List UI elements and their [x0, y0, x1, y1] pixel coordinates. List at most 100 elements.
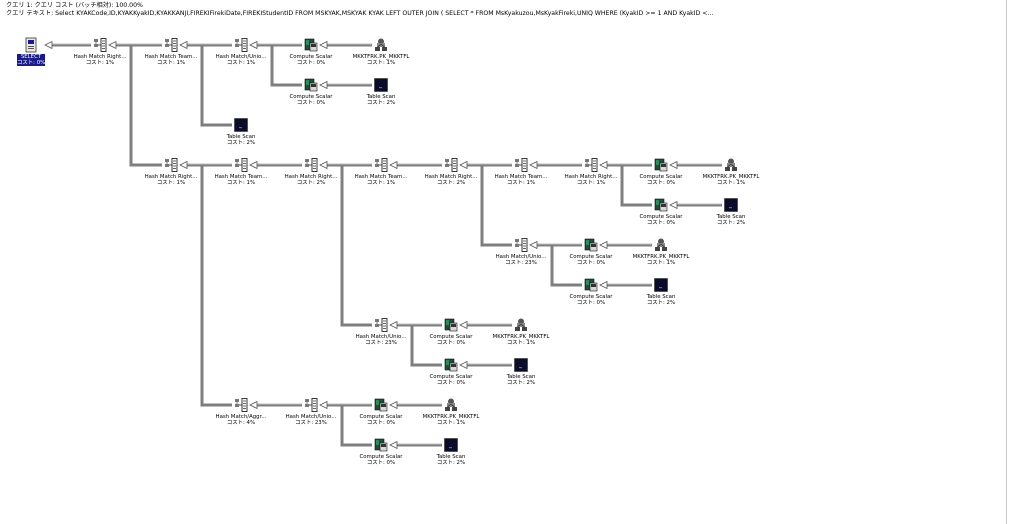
node-cost: コスト: 2% — [436, 460, 466, 466]
arrowhead — [459, 320, 468, 330]
arrowhead — [319, 80, 328, 90]
node-label: Hash Match Right... — [564, 174, 618, 180]
arrowhead — [529, 160, 538, 170]
plan-node-hash[interactable]: Hash Match Right...コスト: 2% — [275, 158, 347, 190]
data-flow-line — [200, 45, 232, 127]
table-scan-icon — [444, 438, 458, 452]
compute-scalar-icon — [584, 238, 598, 252]
node-label: Table Scan — [226, 134, 256, 140]
node-label: Hash Match/Unio... — [285, 414, 337, 420]
arrowhead — [669, 200, 678, 210]
node-cost: コスト: 2% — [296, 180, 326, 186]
node-label: Compute Scalar — [289, 94, 333, 100]
arrowhead — [319, 40, 328, 50]
plan-node-hash[interactable]: Hash Match Team...コスト: 1% — [135, 38, 207, 70]
select-node[interactable]: SELECT コスト: 0% — [17, 37, 45, 69]
arrowhead — [389, 320, 398, 330]
compute-scalar-icon — [654, 198, 668, 212]
arrowhead — [179, 40, 188, 50]
node-cost: コスト: 2% — [716, 220, 746, 226]
data-flow-line — [480, 165, 512, 247]
node-label: Compute Scalar — [359, 454, 403, 460]
data-flow-line — [200, 165, 232, 407]
node-cost: コスト: 2% — [366, 100, 396, 106]
index-seek-icon — [515, 318, 527, 331]
plan-node-hash[interactable]: Hash Match/Aggr...コスト: 4% — [205, 398, 277, 430]
query-header: クエリ 1: クエリ コスト (バッチ相対): 100.00% クエリ テキスト… — [0, 0, 1014, 20]
node-label: Compute Scalar — [359, 414, 403, 420]
node-cost: コスト: 1% — [85, 60, 115, 66]
select-cost: コスト: 0% — [17, 60, 46, 66]
node-cost: コスト: 0% — [436, 380, 466, 386]
plan-node-hash[interactable]: Hash Match/Unio...コスト: 23% — [485, 238, 557, 270]
node-cost: コスト: 0% — [296, 100, 326, 106]
plan-node-hash[interactable]: Hash Match Team...コスト: 1% — [345, 158, 417, 190]
node-cost: コスト: 1% — [226, 180, 256, 186]
node-label: Compute Scalar — [639, 214, 683, 220]
node-cost: コスト: 1% — [506, 340, 536, 346]
arrowhead — [179, 160, 188, 170]
plan-node-hash[interactable]: Hash Match/Unio...コスト: 23% — [345, 318, 417, 350]
arrowhead — [529, 240, 538, 250]
node-cost: コスト: 0% — [366, 420, 396, 426]
compute-scalar-icon — [374, 398, 388, 412]
plan-node-hash[interactable]: Hash Match Right...コスト: 1% — [64, 38, 136, 70]
node-cost: コスト: 1% — [506, 180, 536, 186]
node-cost: コスト: 0% — [366, 460, 396, 466]
node-label: MKKTFRK.PK_MKKTFL — [352, 54, 410, 60]
arrowhead — [108, 40, 117, 50]
plan-node-hash[interactable]: Hash Match Right...コスト: 2% — [415, 158, 487, 190]
index-seek-icon — [445, 398, 457, 411]
hash-match-icon — [305, 398, 318, 412]
data-flow-line — [410, 325, 442, 367]
node-label: MKKTFRK.PK_MKKTFL — [632, 254, 690, 260]
index-seek-icon — [655, 238, 667, 251]
plan-node-hash[interactable]: Hash Match Right...コスト: 1% — [135, 158, 207, 190]
node-label: Table Scan — [366, 94, 396, 100]
node-label: Hash Match Right... — [73, 54, 127, 60]
node-label: Compute Scalar — [429, 374, 473, 380]
hash-match-icon — [165, 38, 178, 52]
node-label: Hash Match Right... — [424, 174, 478, 180]
node-label: MKKTFRK.PK_MKKTFL — [492, 334, 550, 340]
node-label: Hash Match Team... — [354, 174, 408, 180]
plan-node-hash[interactable]: Hash Match/Unio...コスト: 23% — [275, 398, 347, 430]
node-label: Table Scan — [646, 294, 676, 300]
plan-node-hash[interactable]: Hash Match/Unio...コスト: 1% — [205, 38, 277, 70]
select-label: SELECT — [17, 54, 45, 60]
node-label: Compute Scalar — [429, 334, 473, 340]
node-cost: コスト: 0% — [646, 220, 676, 226]
table-scan-icon — [374, 78, 388, 92]
arrowhead — [319, 160, 328, 170]
plan-node-hash[interactable]: Hash Match Team...コスト: 1% — [205, 158, 277, 190]
plan-node-hash[interactable]: Hash Match Team...コスト: 1% — [485, 158, 557, 190]
node-label: Table Scan — [436, 454, 466, 460]
node-label: Hash Match/Unio... — [495, 254, 547, 260]
hash-match-icon — [445, 158, 458, 172]
plan-node-hash[interactable]: Hash Match Right...コスト: 1% — [555, 158, 627, 190]
node-cost: コスト: 1% — [716, 180, 746, 186]
node-label: Compute Scalar — [639, 174, 683, 180]
compute-scalar-icon — [444, 358, 458, 372]
